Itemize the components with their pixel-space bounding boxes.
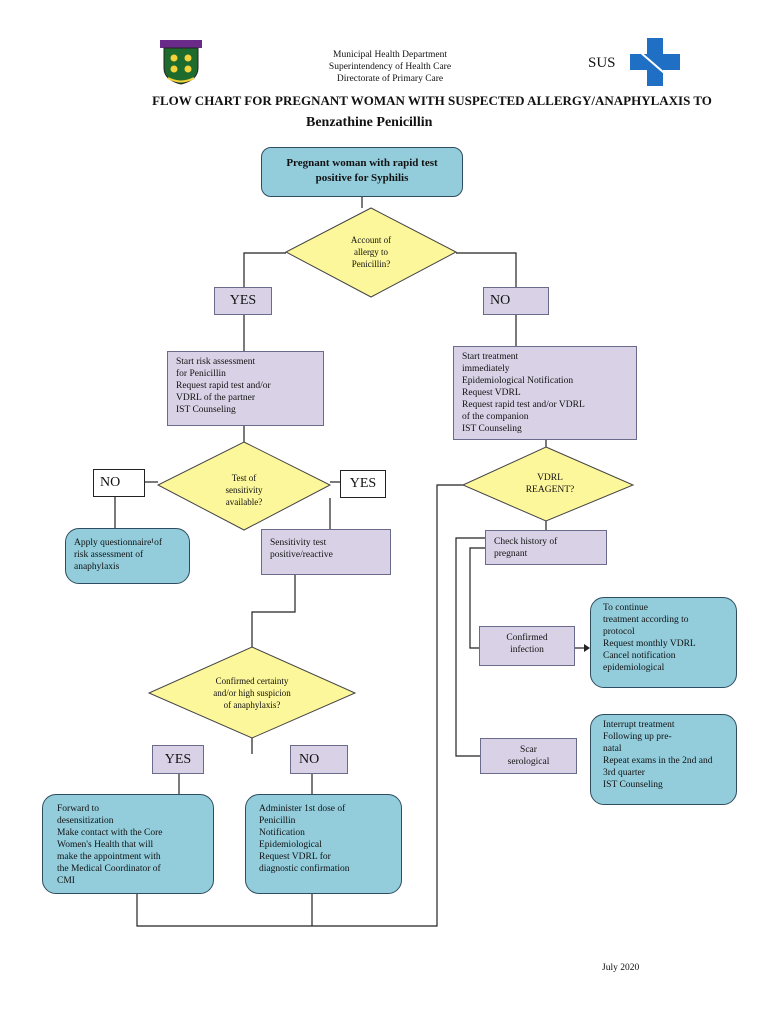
question-allergy: Account of allergy to Penicillin? [350,235,392,269]
interrupt-treatment-box: Interrupt treatment Following up pre- na… [590,714,737,805]
check-history-box: Check history of pregnant [485,530,607,565]
desensitization-box: Forward to desensitization Make contact … [42,794,214,894]
sensitivity-positive-box: Sensitivity test positive/reactive [261,529,391,575]
dept-line-3: Directorate of Primary Care [336,74,444,84]
diamond-sensitivity [156,441,332,531]
question-sensitivity: Test of sensitivity available? [225,473,263,507]
question-vdrl: VDRL REAGENT? [525,473,575,495]
yes-label-1: YES [214,287,272,315]
questionnaire-box: Apply questionnaire¹of risk assessment o… [65,528,190,584]
no-label-3: NO [290,745,348,774]
no-label-1: NO [483,287,549,315]
yes-label-2: YES [340,470,386,498]
scar-box: Scar serological [480,738,577,774]
page-title: FLOW CHART FOR PREGNANT WOMAN WITH SUSPE… [152,93,712,108]
question-confirmed: Confirmed certainty and/or high suspicio… [213,676,291,710]
diamond-vdrl [461,446,635,522]
confirmed-infection-box: Confirmed infection [479,626,575,666]
first-dose-box: Administer 1st dose of Penicillin Notifi… [245,794,402,894]
diamond-confirmed [147,646,357,739]
start-treatment-box: Start treatment immediately Epidemiologi… [453,346,637,440]
sus-cross-logo [630,38,680,86]
start-node: Pregnant woman with rapid test positive … [261,147,463,197]
footer-date: July 2020 [602,963,640,973]
page-subtitle: Benzathine Penicillin [306,115,433,130]
yes-label-3: YES [152,745,204,774]
continue-treatment-box: To continue treatment according to proto… [590,597,737,688]
diamond-allergy [284,207,458,298]
municipal-crest-logo [158,38,204,86]
dept-line-2: Superintendency of Health Care [328,62,452,72]
dept-line-1: Municipal Health Department [333,50,447,60]
sus-text: SUS [588,55,616,71]
risk-assessment-box: Start risk assessment for Penicillin Req… [167,351,324,426]
no-label-2: NO [93,469,145,497]
